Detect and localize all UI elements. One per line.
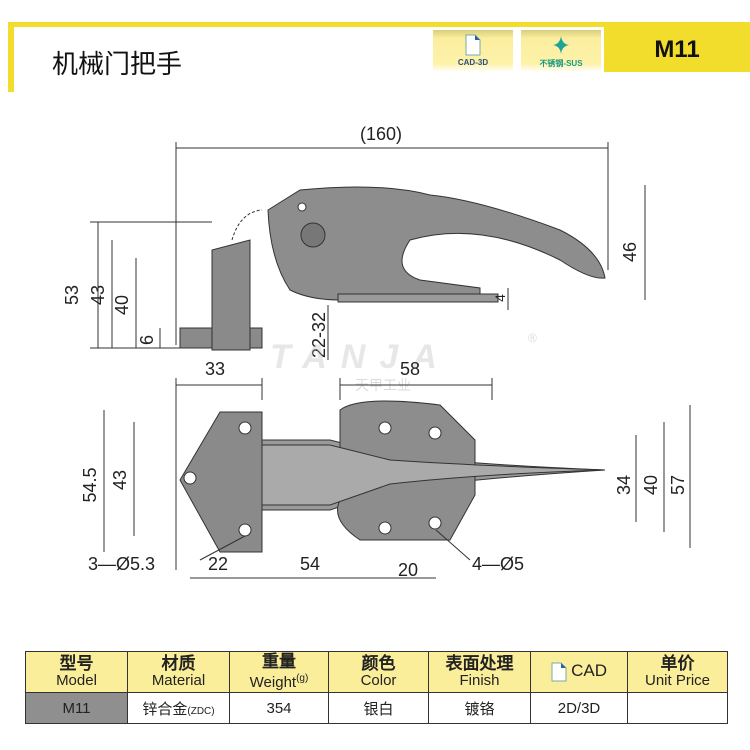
- cell-price: [627, 692, 728, 724]
- dim-20: 20: [398, 560, 418, 580]
- dim-33: 33: [205, 359, 225, 379]
- header-en: Model: [56, 672, 97, 689]
- cell-finish: 镀铬: [428, 692, 531, 724]
- material-text: 锌合金: [142, 700, 188, 718]
- dim-22-32: 22-32: [309, 312, 329, 358]
- dim-22: 22: [208, 554, 228, 574]
- cell-cad[interactable]: 2D/3D: [530, 692, 628, 724]
- file-icon: [465, 34, 481, 56]
- cad-3d-badge[interactable]: CAD-3D: [433, 30, 513, 72]
- watermark-mark: ®: [528, 331, 537, 345]
- stainless-badge[interactable]: 不锈钢-SUS: [521, 30, 601, 72]
- file-icon: [551, 662, 567, 682]
- badge-label: 不锈钢-SUS: [539, 59, 583, 68]
- dim-holes-left: 3—Ø5.3: [88, 554, 155, 574]
- header-cn: 型号: [59, 654, 94, 673]
- material-code: (ZDC): [187, 705, 215, 717]
- header-en: Weight: [249, 674, 297, 691]
- cell-model: M11: [25, 692, 128, 724]
- top-view-dims: 33 58 54.5 43 34 40 57 3—Ø5.3 22 54 20 4…: [80, 359, 688, 580]
- page-title: 机械门把手: [52, 49, 183, 79]
- dim-6: 6: [137, 335, 157, 345]
- dim-43-top: 43: [110, 470, 130, 490]
- dim-58: 58: [400, 359, 420, 379]
- dim-54: 54: [300, 554, 320, 574]
- header-cn: 单价: [660, 654, 695, 673]
- watermark: TANJA 天甲工业 ®: [270, 331, 537, 393]
- sparkle-icon: [553, 36, 569, 54]
- cell-weight: 354: [229, 692, 329, 724]
- side-view-dims: (160) 53 43 40 6 22-32 4 46: [62, 124, 640, 358]
- dim-46: 46: [620, 242, 640, 262]
- dim-53: 53: [62, 285, 82, 305]
- table-row: M11 锌合金(ZDC) 354 银白 镀铬 2D/3D: [25, 692, 728, 724]
- dim-34: 34: [614, 475, 634, 495]
- side-view: [90, 142, 646, 360]
- dim-57: 57: [668, 475, 688, 495]
- dim-holes-right: 4—Ø5: [472, 554, 524, 574]
- header-frame-top: [8, 22, 750, 27]
- header-cn: 重量: [262, 652, 296, 671]
- dim-54-5: 54.5: [80, 467, 100, 502]
- header-frame-left: [8, 22, 14, 92]
- header-en: Unit Price: [644, 672, 711, 689]
- top-view: [103, 378, 691, 579]
- dim-overall: (160): [360, 124, 402, 144]
- dim-40: 40: [112, 295, 132, 315]
- badge-label: CAD-3D: [457, 58, 489, 67]
- header-cn: 材质: [161, 654, 196, 673]
- header-en: Color: [360, 672, 397, 689]
- header-cn: 表面处理: [445, 654, 514, 673]
- header-cn: 颜色: [361, 654, 396, 673]
- header-unit: (g): [296, 673, 309, 684]
- technical-drawing: (160) 53 43 40 6 22-32 4 46 TANJA 天甲工业 ®…: [62, 124, 691, 580]
- cell-material: 锌合金(ZDC): [127, 692, 230, 724]
- header-en: Material: [151, 672, 206, 689]
- header-weight: 重量 Weight(g): [229, 651, 329, 693]
- header-cn: CAD: [571, 660, 608, 680]
- dim-43: 43: [88, 285, 108, 305]
- cell-color: 银白: [328, 692, 429, 724]
- watermark-brand: TANJA: [270, 338, 451, 376]
- dim-4: 4: [492, 294, 508, 302]
- dim-40-top: 40: [641, 475, 661, 495]
- header-en: Finish: [459, 672, 500, 689]
- header-cad: CAD: [530, 651, 628, 693]
- model-code: M11: [604, 27, 750, 72]
